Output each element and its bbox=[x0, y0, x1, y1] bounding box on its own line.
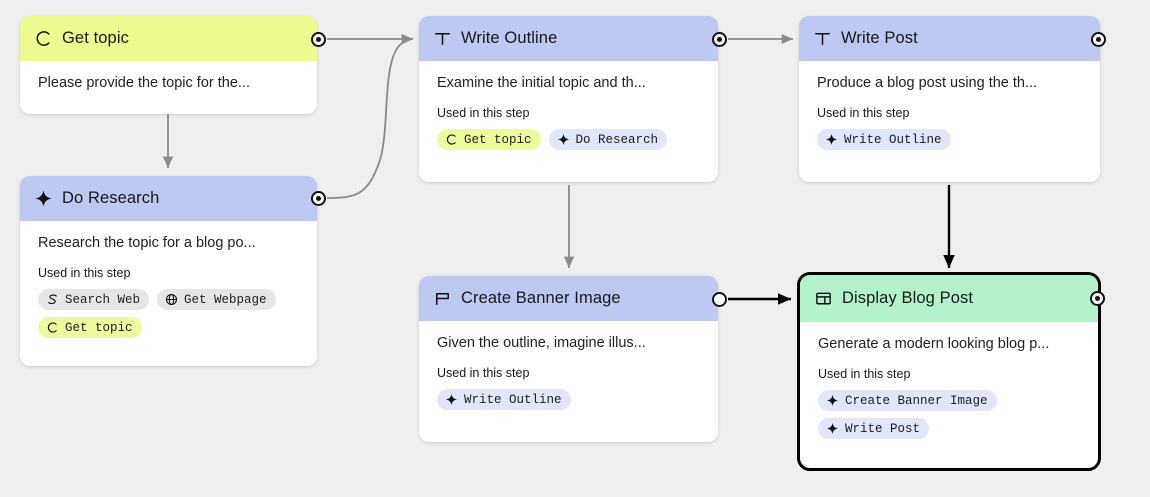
chip-label: Write Outline bbox=[464, 392, 562, 407]
node-title: Write Outline bbox=[461, 29, 558, 47]
node-header: Get topic bbox=[20, 16, 317, 61]
node-description: Generate a modern looking blog p... bbox=[818, 336, 1050, 352]
node-do-research[interactable]: Do Research Research the topic for a blo… bbox=[20, 176, 317, 366]
output-port-display-blog-post[interactable] bbox=[1090, 291, 1105, 306]
output-port-get-topic[interactable] bbox=[311, 32, 326, 47]
chip-do-research[interactable]: Do Research bbox=[548, 129, 668, 150]
used-in-this-step-label: Used in this step bbox=[437, 106, 530, 120]
output-port-do-research[interactable] bbox=[311, 191, 326, 206]
sparkle-icon bbox=[826, 394, 839, 407]
chip-search-web[interactable]: Search Web bbox=[38, 289, 150, 310]
chip-label: Search Web bbox=[65, 292, 141, 307]
chip-label: Do Research bbox=[575, 132, 659, 147]
sparkle-icon bbox=[445, 393, 458, 406]
chip-get-webpage[interactable]: Get Webpage bbox=[157, 289, 276, 310]
chip-label: Get Webpage bbox=[184, 292, 267, 307]
node-title: Get topic bbox=[62, 29, 129, 47]
text-t-icon bbox=[433, 29, 452, 48]
node-body: Please provide the topic for the... bbox=[20, 61, 317, 107]
chip-label: Write Post bbox=[845, 421, 921, 436]
chip-label: Write Outline bbox=[844, 132, 942, 147]
node-write-outline[interactable]: Write Outline Examine the initial topic … bbox=[419, 16, 718, 182]
c-arc-icon bbox=[34, 29, 53, 48]
node-display-blog-post[interactable]: Display Blog Post Generate a modern look… bbox=[797, 272, 1101, 471]
chip-list: Create Banner Image Write Post bbox=[818, 390, 1080, 439]
chip-label: Get topic bbox=[464, 132, 532, 147]
sparkle-icon bbox=[826, 422, 839, 435]
c-arc-icon bbox=[46, 321, 59, 334]
node-description: Research the topic for a blog po... bbox=[38, 235, 256, 251]
image-p-icon bbox=[433, 289, 452, 308]
used-in-this-step-label: Used in this step bbox=[818, 367, 911, 381]
node-title: Display Blog Post bbox=[842, 289, 974, 307]
node-get-topic[interactable]: Get topic Please provide the topic for t… bbox=[20, 16, 317, 114]
chip-get-topic[interactable]: Get topic bbox=[38, 317, 142, 338]
chip-label: Get topic bbox=[65, 320, 133, 335]
node-body: Given the outline, imagine illus... Used… bbox=[419, 321, 718, 426]
chip-label: Create Banner Image bbox=[845, 393, 988, 408]
node-header: Display Blog Post bbox=[800, 275, 1098, 322]
sparkle-icon bbox=[34, 189, 53, 208]
c-arc-icon bbox=[445, 133, 458, 146]
chip-get-topic[interactable]: Get topic bbox=[437, 129, 541, 150]
node-body: Produce a blog post using the th... Used… bbox=[799, 61, 1100, 166]
node-write-post[interactable]: Write Post Produce a blog post using the… bbox=[799, 16, 1100, 182]
node-body: Generate a modern looking blog p... Used… bbox=[800, 322, 1098, 455]
node-description: Examine the initial topic and th... bbox=[437, 75, 646, 91]
output-port-write-post[interactable] bbox=[1091, 32, 1106, 47]
chip-list: Search Web Get Webpage Get topic bbox=[38, 289, 299, 338]
used-in-this-step-label: Used in this step bbox=[38, 266, 131, 280]
node-header: Write Outline bbox=[419, 16, 718, 61]
chip-write-post[interactable]: Write Post bbox=[818, 418, 930, 439]
node-title: Do Research bbox=[62, 189, 160, 207]
sparkle-icon bbox=[825, 133, 838, 146]
node-title: Create Banner Image bbox=[461, 289, 621, 307]
node-description: Produce a blog post using the th... bbox=[817, 75, 1038, 91]
text-t-icon bbox=[813, 29, 832, 48]
node-description: Given the outline, imagine illus... bbox=[437, 335, 646, 351]
node-header: Write Post bbox=[799, 16, 1100, 61]
used-in-this-step-label: Used in this step bbox=[817, 106, 910, 120]
node-body: Examine the initial topic and th... Used… bbox=[419, 61, 718, 166]
sparkle-icon bbox=[557, 133, 570, 146]
node-create-banner-image[interactable]: Create Banner Image Given the outline, i… bbox=[419, 276, 718, 442]
output-port-write-outline[interactable] bbox=[712, 32, 727, 47]
chip-list: Get topic Do Research bbox=[437, 129, 700, 150]
node-body: Research the topic for a blog po... Used… bbox=[20, 221, 317, 354]
node-description: Please provide the topic for the... bbox=[38, 75, 250, 91]
edge-do-research-to-write-outline bbox=[326, 34, 414, 199]
chip-create-banner-image[interactable]: Create Banner Image bbox=[818, 390, 997, 411]
layout-panel-icon bbox=[814, 289, 833, 308]
s-curve-icon bbox=[46, 293, 59, 306]
chip-write-outline[interactable]: Write Outline bbox=[817, 129, 951, 150]
node-header: Create Banner Image bbox=[419, 276, 718, 321]
chip-list: Write Outline bbox=[437, 389, 700, 410]
globe-icon bbox=[165, 293, 178, 306]
used-in-this-step-label: Used in this step bbox=[437, 366, 530, 380]
output-port-create-banner-image[interactable] bbox=[712, 292, 727, 307]
node-title: Write Post bbox=[841, 29, 918, 47]
node-header: Do Research bbox=[20, 176, 317, 221]
chip-list: Write Outline bbox=[817, 129, 1082, 150]
chip-write-outline[interactable]: Write Outline bbox=[437, 389, 571, 410]
